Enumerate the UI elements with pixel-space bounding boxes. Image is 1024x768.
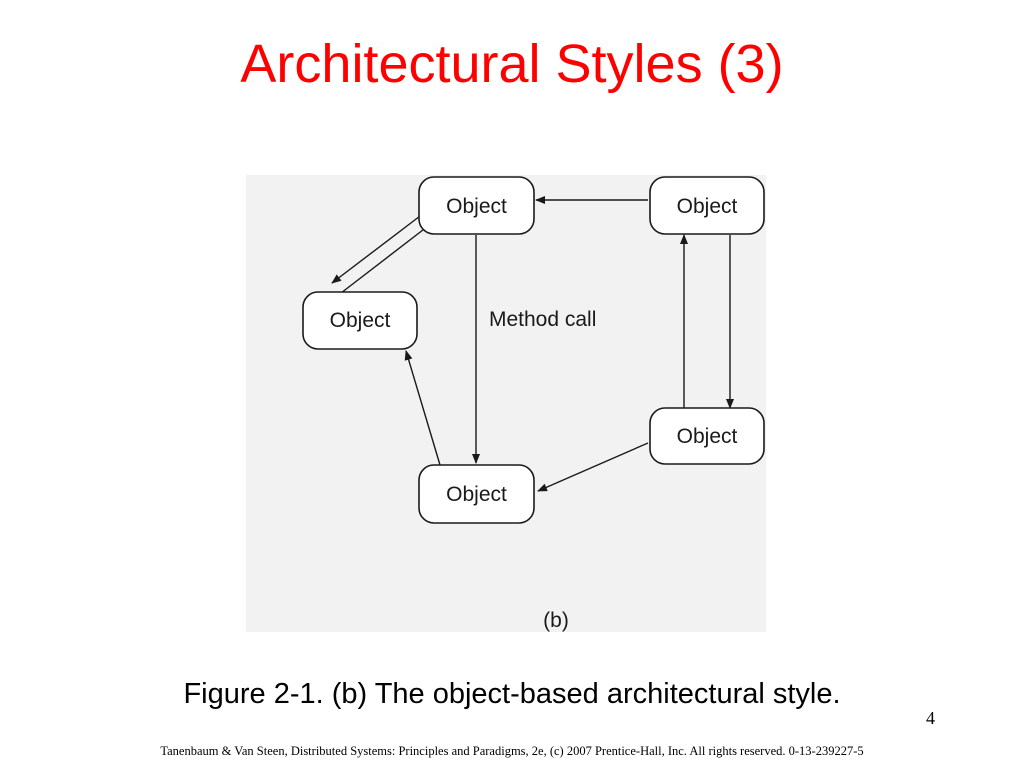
object-label: Object (446, 483, 507, 506)
object-label: Object (330, 309, 391, 332)
object-node-middle-right: Object (649, 407, 765, 465)
object-node-middle-left: Object (302, 291, 418, 350)
object-label: Object (446, 195, 507, 218)
edge-middle-right-to-bottom-center (537, 442, 649, 492)
page-number: 4 (926, 708, 935, 728)
copyright-footer: Tanenbaum & Van Steen, Distributed Syste… (160, 744, 864, 758)
object-node-bottom-center: Object (418, 464, 535, 524)
panel-label: (b) (543, 609, 569, 632)
object-diagram-svg: Object Object Object Object Object Metho… (302, 176, 765, 632)
object-node-top-center: Object (418, 176, 535, 235)
object-diagram: Object Object Object Object Object Metho… (246, 175, 766, 632)
edge-middle-left-to-top-center (340, 222, 433, 294)
object-label: Object (677, 195, 738, 218)
edge-bottom-center-to-middle-left (404, 350, 441, 466)
figure-caption: Figure 2-1. (b) The object-based archite… (183, 678, 841, 710)
edge-top-center-to-middle-left (331, 212, 425, 284)
object-node-top-right: Object (649, 176, 765, 235)
method-call-label: Method call (489, 308, 596, 331)
object-label: Object (677, 425, 738, 448)
slide-title: Architectural Styles (3) (240, 34, 784, 94)
